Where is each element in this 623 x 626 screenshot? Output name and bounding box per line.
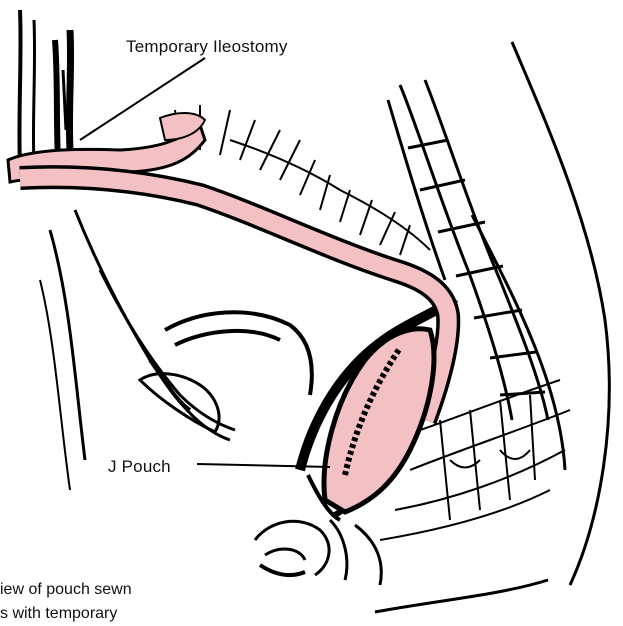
- abdominal-wall: [19, 10, 70, 170]
- figure-caption: iew of pouch sewn s with temporary: [0, 578, 240, 626]
- label-temporary-ileostomy: Temporary Ileostomy: [126, 37, 288, 57]
- leader-line-j-pouch: [197, 464, 330, 467]
- caption-line-1: iew of pouch sewn: [0, 578, 240, 602]
- label-j-pouch: J Pouch: [108, 457, 171, 477]
- caption-line-2: s with temporary: [0, 602, 240, 626]
- j-pouch: [324, 329, 434, 512]
- anal-area: [255, 520, 381, 585]
- pubic-bone: [40, 210, 235, 490]
